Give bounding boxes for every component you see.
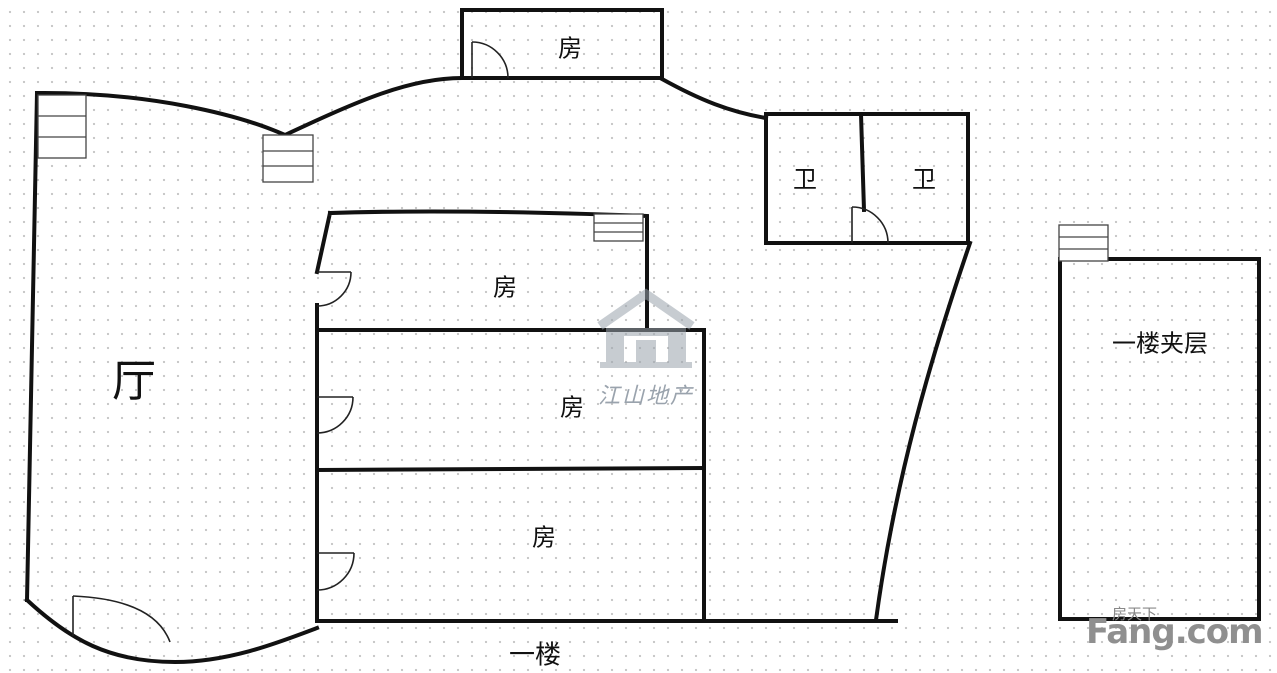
lower-room-door <box>316 552 355 591</box>
top-room-wall <box>460 8 664 80</box>
hall-wall <box>24 90 320 665</box>
floor-caption: 一楼 <box>508 640 562 671</box>
wc-block-wall <box>764 112 970 245</box>
hall-stair <box>37 94 87 159</box>
wc-door <box>851 206 889 244</box>
middle-room-stair <box>593 213 644 242</box>
north-curve-wall <box>282 75 465 138</box>
northeast-curve-wall <box>659 76 769 121</box>
house-logo-icon <box>597 288 695 368</box>
brand-sub-text: 房天下 <box>1112 605 1158 623</box>
room-divider-wall <box>314 465 707 473</box>
north-stair <box>262 134 314 183</box>
center-room-door <box>316 396 354 434</box>
wc-divider-wall <box>858 111 867 213</box>
middle-room-label: 房 <box>493 273 517 302</box>
top-room-label: 房 <box>558 34 582 63</box>
center-room-label: 房 <box>560 393 584 422</box>
east-wall <box>873 240 973 623</box>
hall-label: 厅 <box>112 356 156 407</box>
wc-right-label: 卫 <box>912 165 936 194</box>
hall-entrance-door <box>72 595 171 643</box>
middle-room-door <box>316 271 352 307</box>
mezzanine-stair <box>1058 224 1109 262</box>
wc-left-label: 卫 <box>793 165 817 194</box>
mezzanine-wall <box>1058 257 1261 621</box>
mezzanine-label: 一楼夹层 <box>1112 329 1208 358</box>
watermark-text: 江山地产 <box>598 384 695 409</box>
brand-logo-text: Fang.com <box>1086 612 1264 652</box>
center-lower-rooms-wall <box>315 328 706 623</box>
top-room-door <box>471 41 509 79</box>
lower-room-label: 房 <box>532 523 556 552</box>
